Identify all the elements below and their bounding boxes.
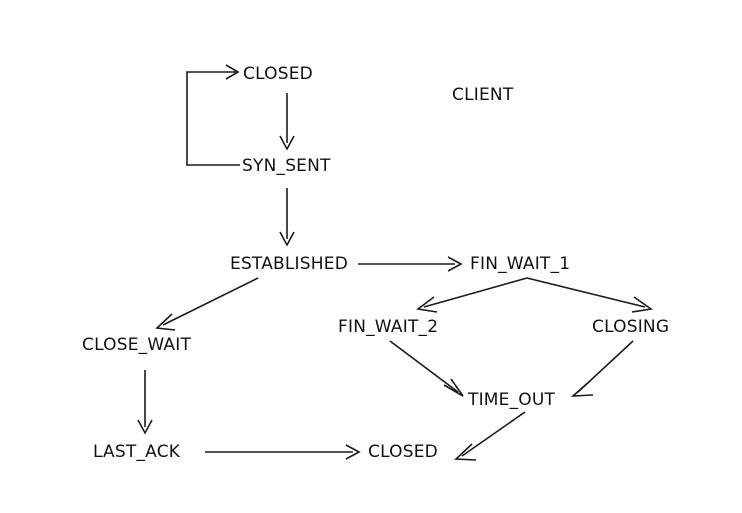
- edge-closed-to-syn-sent: [279, 93, 295, 151]
- edge-fin-wait-2-to-time-out: [389, 340, 464, 397]
- state-node-closed-bottom: CLOSED: [368, 442, 438, 462]
- state-node-last-ack: LAST_ACK: [93, 442, 181, 462]
- edge-fin-wait-1-to-closing: [526, 277, 654, 313]
- state-node-close-wait: CLOSE_WAIT: [82, 335, 192, 355]
- edge-syn-sent-to-established: [279, 188, 295, 247]
- edge-time-out-to-closed: [454, 411, 526, 461]
- state-node-closing: CLOSING: [592, 317, 670, 337]
- state-node-time-out: TIME_OUT: [468, 390, 556, 410]
- edge-fin-wait-1-to-fin-wait-2: [416, 277, 528, 313]
- state-node-syn-sent: SYN_SENT: [242, 156, 331, 176]
- edge-syn-sent-to-closed: [186, 64, 240, 166]
- edge-established-to-close-wait: [155, 277, 259, 331]
- state-node-closed-top: CLOSED: [243, 64, 313, 84]
- edge-established-to-fin-wait-1: [358, 256, 463, 272]
- edge-closing-to-time-out: [570, 340, 634, 397]
- state-node-fin-wait-1: FIN_WAIT_1: [470, 254, 571, 274]
- edge-close-wait-to-last-ack: [137, 370, 153, 435]
- state-node-fin-wait-2: FIN_WAIT_2: [338, 317, 439, 337]
- diagram-title: CLIENT: [452, 85, 514, 105]
- state-node-established: ESTABLISHED: [230, 254, 348, 274]
- edge-last-ack-to-closed: [205, 444, 361, 460]
